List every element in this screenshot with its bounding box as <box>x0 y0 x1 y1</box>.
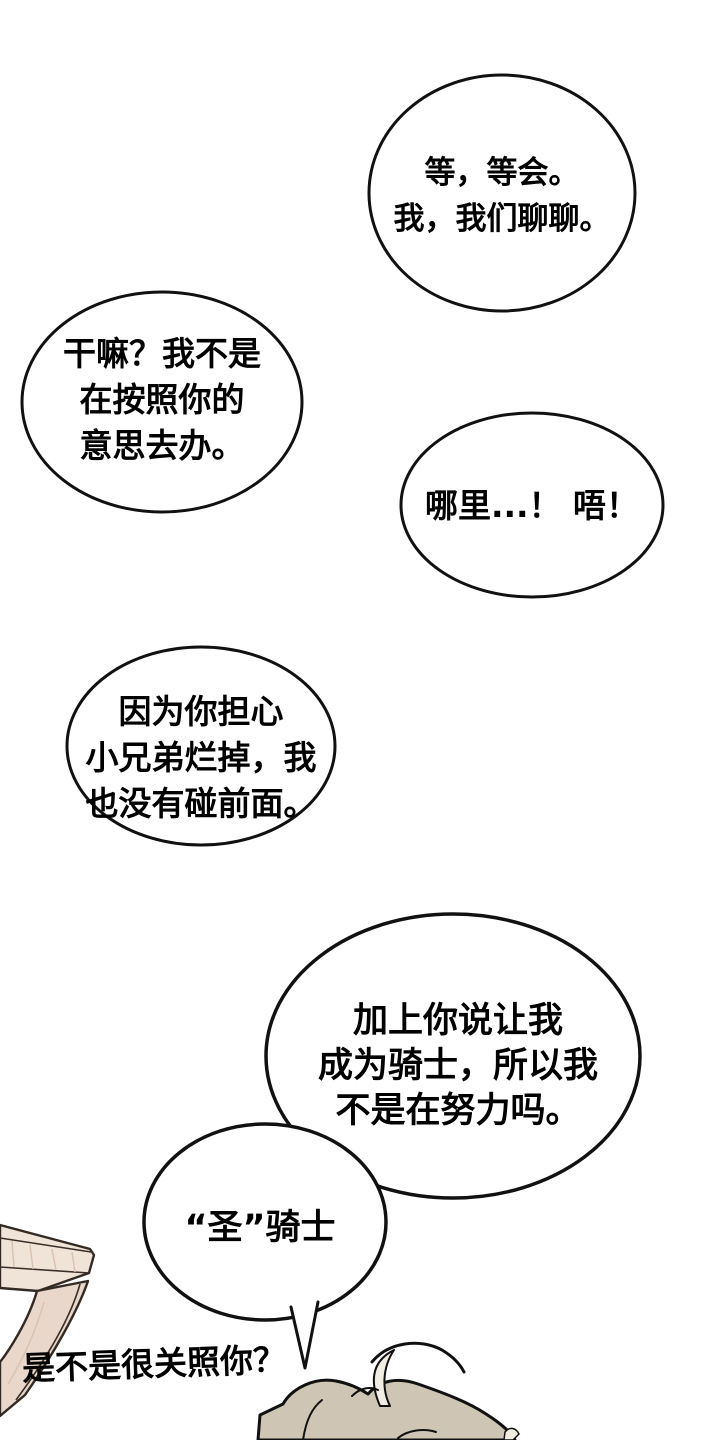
speech-bubble-3 <box>399 411 665 599</box>
bed-frame-rail-front-line <box>0 1266 90 1274</box>
bubble-6-text: “圣”骑士 <box>184 1208 336 1248</box>
character-head <box>256 1341 520 1440</box>
hair-highlight-sliver <box>503 1427 520 1440</box>
bed-frame-rail <box>0 1223 96 1293</box>
bubble-2-text: 干嘛？我不是 在按照你的 意思去办。 <box>63 334 261 465</box>
speech-bubble-6 <box>142 1122 388 1322</box>
wood-grain-lines <box>7 1240 76 1385</box>
hair-ahoge-highlight <box>372 1349 395 1407</box>
hair-ahoge-stroke <box>370 1341 466 1374</box>
bed-frame-leg-edge-line <box>15 1283 81 1401</box>
speech-bubble-1 <box>367 73 637 313</box>
bed-frame-leg <box>0 1279 90 1418</box>
speech-bubble-6-tail <box>289 1300 320 1370</box>
hair-strand-lines <box>302 1387 437 1440</box>
speech-bubble-4 <box>65 645 337 847</box>
speech-bubble-2 <box>20 290 304 514</box>
bed-frame <box>0 1223 96 1418</box>
bed-frame-rail-edge-line <box>0 1237 92 1253</box>
bubble-5-text: 加上你说让我 成为骑士，所以我 不是在努力吗。 <box>317 1001 598 1131</box>
character-hair <box>256 1378 517 1440</box>
bubble-1-text: 等，等会。 我，我们聊聊。 <box>393 155 611 237</box>
bubble-4-text: 因为你担心 小兄弟烂掉，我 也没有碰前面。 <box>85 692 317 823</box>
bubble-3-text: 哪里...！ 唔！ <box>424 486 640 525</box>
speech-bubble-5 <box>264 912 642 1200</box>
